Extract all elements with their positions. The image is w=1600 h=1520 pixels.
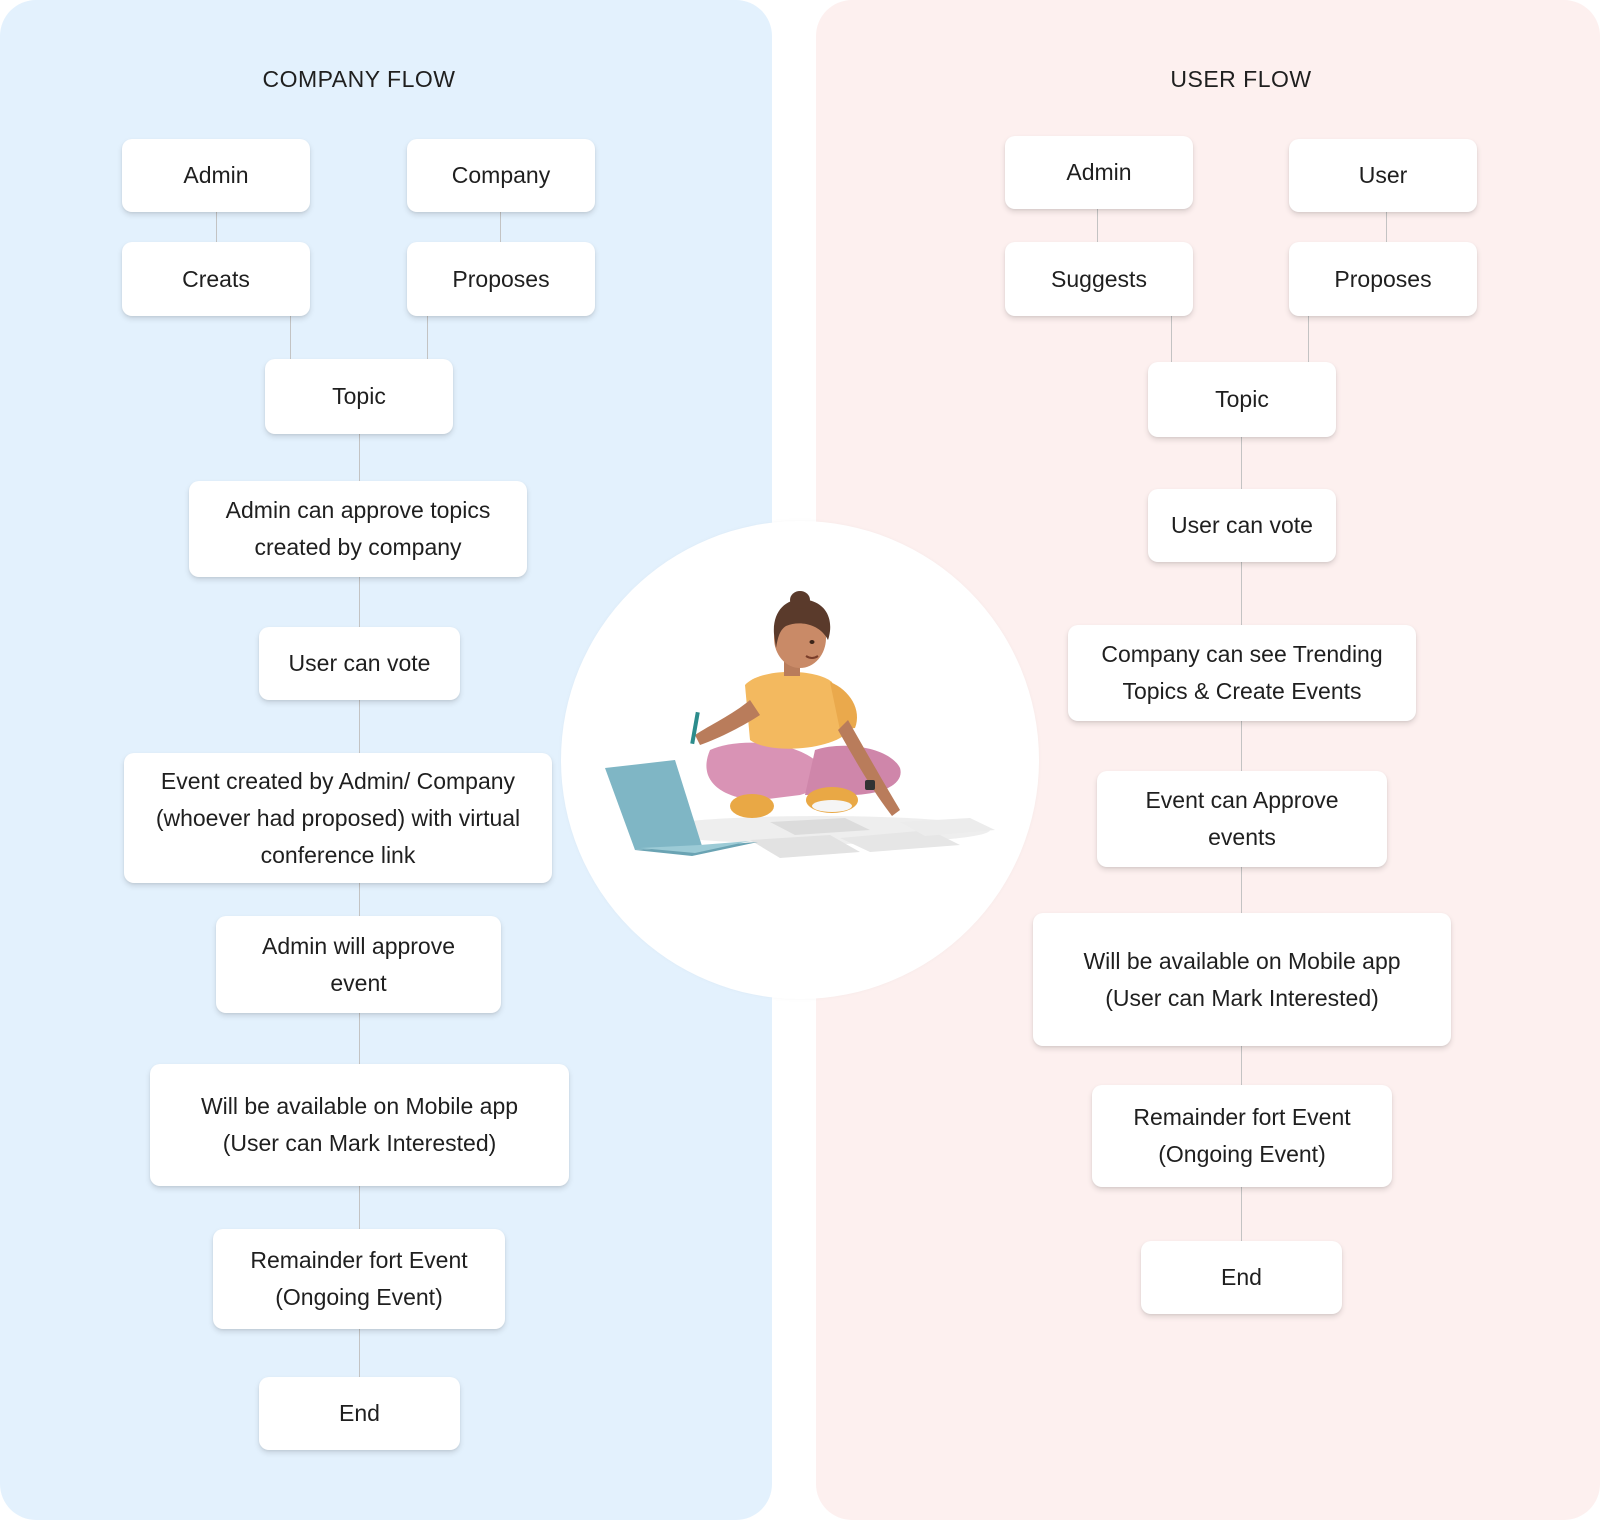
connector <box>359 577 360 627</box>
connector <box>359 1186 360 1229</box>
node-label: Topic <box>1215 386 1269 412</box>
approve-topics-node: Admin can approve topics created by comp… <box>189 481 527 577</box>
trending-topics-node: Company can see Trending Topics & Create… <box>1068 625 1416 721</box>
company-topic-node: Topic <box>265 359 453 434</box>
node-label: Company <box>451 162 551 188</box>
node-label: Admin can approve topics created by comp… <box>225 497 491 560</box>
connector <box>1241 1187 1242 1241</box>
connector <box>500 212 501 242</box>
node-label: Company can see Trending Topics & Create… <box>1101 641 1383 704</box>
node-label: User can vote <box>1171 512 1313 538</box>
event-created-node: Event created by Admin/ Company (whoever… <box>124 753 552 883</box>
creats-node: Creats <box>122 242 310 316</box>
connector <box>359 883 360 916</box>
connector <box>1171 316 1172 362</box>
connector <box>1097 209 1098 242</box>
node-label: Proposes <box>452 265 550 292</box>
node-label: Remainder fort Event (Ongoing Event) <box>250 1247 468 1310</box>
approve-event-node: Admin will approve event <box>216 916 501 1013</box>
connector <box>1308 316 1309 362</box>
user-proposes-node: Proposes <box>1289 242 1477 316</box>
node-label: User can vote <box>288 650 431 676</box>
connector <box>1241 867 1242 913</box>
company-user-vote-node: User can vote <box>259 627 460 700</box>
connector <box>290 316 291 359</box>
connector <box>1386 212 1387 242</box>
woman-with-laptop-illustration <box>605 591 995 858</box>
connector <box>216 212 217 242</box>
company-flow-title: COMPANY FLOW <box>262 66 456 92</box>
node-label: Admin will approve event <box>261 932 456 996</box>
node-label: Topic <box>332 383 386 409</box>
user-end-node: End <box>1141 1241 1342 1314</box>
connector <box>1241 437 1242 489</box>
user-mobile-app-node: Will be available on Mobile app (User ca… <box>1033 913 1451 1046</box>
node-label: Creats <box>182 265 250 292</box>
suggests-node: Suggests <box>1005 242 1193 316</box>
user-node: User <box>1289 139 1477 212</box>
user-reminder-node: Remainder fort Event (Ongoing Event) <box>1092 1085 1392 1187</box>
company-node: Company <box>407 139 595 212</box>
user-flow-title: USER FLOW <box>1170 66 1312 92</box>
company-proposes-node: Proposes <box>407 242 595 316</box>
node-label: Event can Approve events <box>1145 787 1339 850</box>
company-admin-node: Admin <box>122 139 310 212</box>
node-label: End <box>339 1400 380 1426</box>
node-label: Admin <box>183 162 249 188</box>
user-vote-node: User can vote <box>1148 489 1336 562</box>
company-reminder-node: Remainder fort Event (Ongoing Event) <box>213 1229 505 1329</box>
connector <box>427 316 428 359</box>
node-label: Proposes <box>1334 265 1432 292</box>
connector <box>1241 1046 1242 1085</box>
node-label: Suggests <box>1051 265 1147 292</box>
node-label: Admin <box>1066 159 1132 185</box>
node-label: End <box>1221 1264 1262 1290</box>
company-mobile-app-node: Will be available on Mobile app (User ca… <box>150 1064 569 1186</box>
approve-events-node: Event can Approve events <box>1097 771 1387 867</box>
connector <box>1241 562 1242 625</box>
user-topic-node: Topic <box>1148 362 1336 437</box>
user-flow-admin-node: Admin <box>1005 136 1193 209</box>
node-label: User <box>1358 162 1408 188</box>
connector <box>359 1013 360 1064</box>
node-label: Will be available on Mobile app (User ca… <box>1083 947 1401 1011</box>
node-label: Remainder fort Event (Ongoing Event) <box>1133 1104 1351 1167</box>
company-end-node: End <box>259 1377 460 1450</box>
connector <box>359 1329 360 1377</box>
connector <box>359 700 360 753</box>
node-label: Will be available on Mobile app (User ca… <box>200 1093 519 1156</box>
connector <box>359 434 360 481</box>
connector <box>1241 721 1242 771</box>
node-label: Event created by Admin/ Company (whoever… <box>155 767 521 868</box>
